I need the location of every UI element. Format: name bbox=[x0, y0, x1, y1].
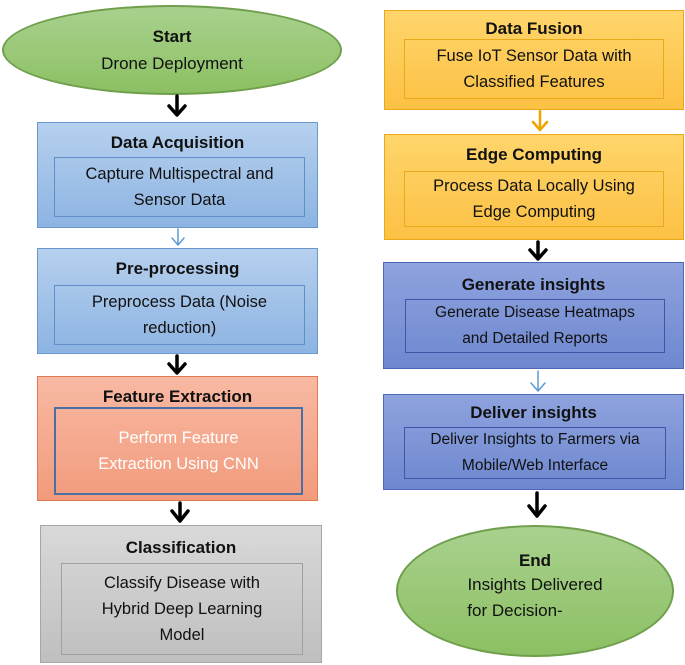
step-line: Mobile/Web Interface bbox=[461, 457, 609, 474]
arrow-fusion-to-edge bbox=[531, 109, 549, 132]
step-title: Deliver insights bbox=[470, 403, 597, 422]
arrow-deliver-to-end bbox=[527, 491, 547, 518]
step-description: Fuse IoT Sensor Data with Classified Fea… bbox=[404, 39, 664, 99]
step-line: Deliver Insights to Farmers via bbox=[430, 431, 640, 448]
feature-extraction-step: Feature Extraction Perform Feature Extra… bbox=[37, 376, 318, 501]
step-title: Generate insights bbox=[461, 275, 606, 294]
pre-processing-step: Pre-processing Preprocess Data (Noise re… bbox=[37, 248, 318, 354]
end-line: for Decision- bbox=[467, 601, 563, 620]
arrow-acquisition-to-preprocessing bbox=[171, 228, 185, 246]
step-line: Classified Features bbox=[463, 73, 605, 91]
end-node: End Insights Delivered for Decision- bbox=[396, 525, 674, 657]
step-line: Model bbox=[159, 626, 205, 644]
step-line: Fuse IoT Sensor Data with bbox=[436, 47, 632, 65]
end-line: Insights Delivered bbox=[467, 575, 603, 594]
start-title: Start bbox=[152, 27, 192, 46]
step-title: Feature Extraction bbox=[102, 387, 253, 406]
step-title: Classification bbox=[125, 538, 237, 557]
step-description: Generate Disease Heatmaps and Detailed R… bbox=[405, 299, 665, 353]
data-acquisition-step: Data Acquisition Capture Multispectral a… bbox=[37, 122, 318, 228]
step-line: Perform Feature bbox=[118, 429, 239, 447]
start-node: Start Drone Deployment bbox=[2, 5, 342, 95]
step-line: Capture Multispectral and bbox=[85, 165, 274, 183]
step-line: and Detailed Reports bbox=[462, 330, 608, 347]
step-description: Capture Multispectral and Sensor Data bbox=[54, 157, 305, 217]
arrow-start-to-acquisition bbox=[167, 94, 187, 117]
deliver-insights-step: Deliver insights Deliver Insights to Far… bbox=[383, 394, 684, 490]
step-line: Sensor Data bbox=[133, 191, 226, 209]
step-line: Hybrid Deep Learning bbox=[101, 600, 263, 618]
step-title: Edge Computing bbox=[466, 145, 602, 164]
step-line: Process Data Locally Using bbox=[433, 177, 635, 195]
step-line: Classify Disease with bbox=[104, 574, 260, 592]
start-subtitle: Drone Deployment bbox=[101, 54, 243, 73]
edge-computing-step: Edge Computing Process Data Locally Usin… bbox=[384, 134, 684, 240]
step-description: Process Data Locally Using Edge Computin… bbox=[404, 171, 664, 227]
step-description: Deliver Insights to Farmers via Mobile/W… bbox=[404, 427, 666, 479]
step-line: Preprocess Data (Noise bbox=[91, 293, 268, 311]
classification-step: Classification Classify Disease with Hyb… bbox=[40, 525, 322, 663]
step-title: Data Acquisition bbox=[110, 133, 245, 152]
step-description: Preprocess Data (Noise reduction) bbox=[54, 285, 305, 345]
end-title: End bbox=[518, 551, 552, 570]
step-line: Extraction Using CNN bbox=[98, 455, 259, 473]
arrow-edge-to-generate bbox=[528, 240, 548, 261]
step-line: Edge Computing bbox=[472, 203, 596, 221]
step-description: Classify Disease with Hybrid Deep Learni… bbox=[61, 563, 303, 655]
step-title: Data Fusion bbox=[485, 19, 583, 38]
data-fusion-step: Data Fusion Fuse IoT Sensor Data with Cl… bbox=[384, 10, 684, 110]
arrow-generate-to-deliver bbox=[530, 370, 546, 392]
step-line: Generate Disease Heatmaps bbox=[435, 304, 635, 321]
generate-insights-step: Generate insights Generate Disease Heatm… bbox=[383, 262, 684, 369]
arrow-preprocessing-to-feature bbox=[167, 354, 187, 375]
step-line: reduction) bbox=[142, 319, 217, 337]
step-title: Pre-processing bbox=[115, 259, 240, 278]
arrow-feature-to-classification bbox=[170, 501, 190, 523]
step-description: Perform Feature Extraction Using CNN bbox=[54, 407, 303, 495]
